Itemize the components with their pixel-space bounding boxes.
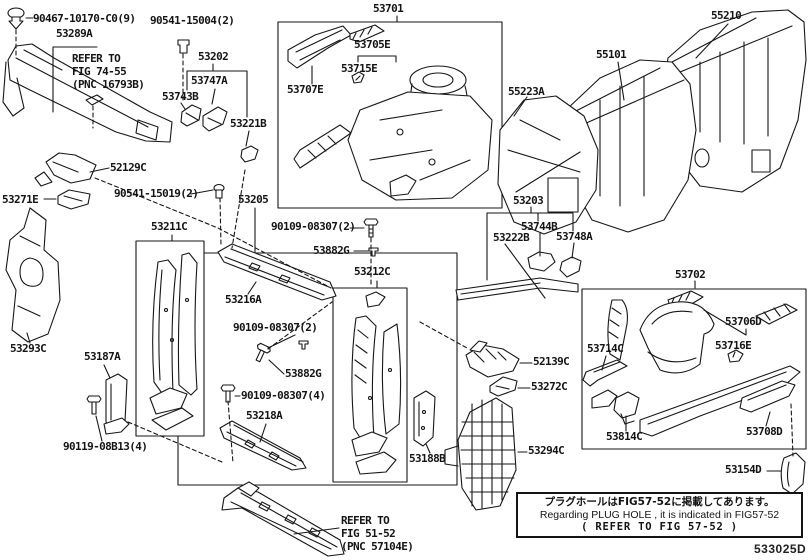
label-53271e: 53271E bbox=[2, 193, 39, 206]
note-japanese-line: プラグホールはFIG57-52に掲載してあります。 bbox=[544, 496, 775, 508]
bracket-53743b-drawing bbox=[180, 104, 202, 127]
label-refer-7455-l1: REFER TO bbox=[72, 52, 121, 65]
label-53748a: 53748A bbox=[556, 230, 593, 243]
bracket-53744b-drawing bbox=[527, 251, 556, 272]
label-52129c: 52129C bbox=[110, 161, 147, 174]
radiator-support-upper-drawing bbox=[2, 43, 173, 143]
label-53882g-top: 53882G bbox=[313, 244, 350, 257]
label-53203: 53203 bbox=[513, 194, 544, 207]
label-55210: 55210 bbox=[711, 9, 742, 22]
label-refer-5152-l2: FIG 51-52 bbox=[341, 527, 396, 540]
label-55101: 55101 bbox=[596, 48, 627, 61]
rail-53708d-drawing bbox=[739, 380, 796, 413]
shield-53293c-drawing bbox=[5, 207, 61, 343]
label-53715e: 53715E bbox=[341, 62, 378, 75]
label-53714c: 53714C bbox=[587, 342, 624, 355]
clip-53882g-top-icon bbox=[368, 247, 379, 257]
label-90541-15004: 90541-15004(2) bbox=[150, 14, 235, 27]
label-53212c: 53212C bbox=[354, 265, 391, 278]
label-53744b: 53744B bbox=[521, 220, 558, 233]
label-53222b: 53222B bbox=[493, 231, 530, 244]
label-53188b: 53188B bbox=[409, 452, 446, 465]
bracket-52129c-drawing bbox=[34, 152, 97, 187]
cowl-bar-53203-drawing bbox=[455, 277, 579, 301]
label-90119-08b13: 90119-08B13(4) bbox=[63, 440, 148, 453]
note-english-line: Regarding PLUG HOLE , it is indicated in… bbox=[539, 509, 780, 521]
label-53216a: 53216A bbox=[225, 293, 262, 306]
label-53708d: 53708D bbox=[746, 425, 783, 438]
label-53702: 53702 bbox=[675, 268, 706, 281]
bolt-90109-top-icon bbox=[363, 218, 379, 238]
label-53814c: 53814C bbox=[606, 430, 643, 443]
label-refer-7455-l2: FIG 74-55 bbox=[72, 65, 127, 78]
label-53707e: 53707E bbox=[287, 83, 324, 96]
label-90467-10170: 90467-10170-C0(9) bbox=[33, 12, 136, 25]
pillar-53212c-drawing bbox=[351, 291, 402, 475]
bracket-53748a-drawing bbox=[559, 256, 582, 278]
label-90109-mid: 90109-08307(2) bbox=[233, 321, 318, 334]
label-53218a: 53218A bbox=[246, 409, 283, 422]
clip-53882g-mid-icon bbox=[298, 340, 309, 350]
label-53706d: 53706D bbox=[725, 315, 762, 328]
label-refer-7455-l3: (PNC 16793B) bbox=[72, 78, 145, 91]
bolt-90109-mid-icon bbox=[255, 342, 271, 363]
bolt-90109-low-icon bbox=[220, 384, 236, 403]
label-55223a: 55223A bbox=[508, 85, 545, 98]
box-53701 bbox=[277, 21, 503, 209]
label-53747a: 53747A bbox=[191, 74, 228, 87]
label-90109-top: 90109-08307(2) bbox=[271, 220, 356, 233]
label-refer-5152-l3: (PNC 57104E) bbox=[341, 540, 414, 553]
page-code: 533025D bbox=[754, 542, 807, 556]
label-53202: 53202 bbox=[198, 50, 229, 63]
bracket-53271e-drawing bbox=[57, 189, 91, 210]
label-53293c: 53293C bbox=[10, 342, 47, 355]
label-53294c: 53294C bbox=[528, 444, 565, 457]
note-refer-line: ( REFER TO FIG 57-52 ) bbox=[581, 521, 738, 533]
label-90541-15019: 90541-15019(2) bbox=[114, 187, 199, 200]
label-53743b: 53743B bbox=[162, 90, 199, 103]
bar-53218a-drawing bbox=[219, 420, 307, 471]
label-53882g-low: 53882G bbox=[285, 367, 322, 380]
label-53701: 53701 bbox=[373, 2, 404, 15]
crossmember-57-drawing bbox=[221, 481, 345, 557]
leader-lines bbox=[25, 15, 782, 535]
member-53216a-drawing bbox=[217, 243, 337, 301]
label-53221b: 53221B bbox=[230, 117, 267, 130]
label-53154d: 53154D bbox=[725, 463, 762, 476]
bracket-53272c-drawing bbox=[489, 376, 518, 397]
label-refer-5152-l1: REFER TO bbox=[341, 514, 390, 527]
label-90109-low: 90109-08307(4) bbox=[241, 389, 326, 402]
bracket-53747a-drawing bbox=[202, 106, 228, 132]
bolt-90119-icon bbox=[86, 395, 102, 415]
clip-90467-icon bbox=[7, 7, 25, 30]
grommet-90541-15004-icon bbox=[177, 39, 190, 54]
label-53205: 53205 bbox=[238, 193, 269, 206]
clip-53221b-drawing bbox=[240, 145, 259, 163]
label-52139c: 52139C bbox=[533, 355, 570, 368]
bracket-53154d-drawing bbox=[780, 452, 806, 495]
pillar-53211c-drawing bbox=[149, 252, 198, 431]
label-53272c: 53272C bbox=[531, 380, 568, 393]
insulator-55223a-drawing bbox=[497, 95, 599, 235]
bracket-53814c-drawing bbox=[613, 391, 640, 425]
apron-53702-drawing bbox=[582, 290, 801, 437]
bracket-53188b-drawing bbox=[413, 390, 436, 447]
label-53211c: 53211C bbox=[151, 220, 188, 233]
label-53716e: 53716E bbox=[715, 339, 752, 352]
bracket-53187a-drawing bbox=[103, 373, 130, 435]
apron-53701-drawing bbox=[287, 24, 493, 201]
dashed-lines bbox=[15, 29, 794, 464]
label-53705e: 53705E bbox=[354, 38, 391, 51]
label-53187a: 53187A bbox=[84, 350, 121, 363]
plug-hole-note-box: プラグホールはFIG57-52に掲載してあります。 Regarding PLUG… bbox=[516, 492, 803, 538]
box-53702 bbox=[581, 288, 807, 450]
bracket-52139c-drawing bbox=[465, 340, 520, 378]
label-53289a: 53289A bbox=[56, 27, 93, 40]
apron-53294c-drawing bbox=[444, 397, 517, 511]
grommet-90541-15019-icon bbox=[213, 183, 225, 199]
